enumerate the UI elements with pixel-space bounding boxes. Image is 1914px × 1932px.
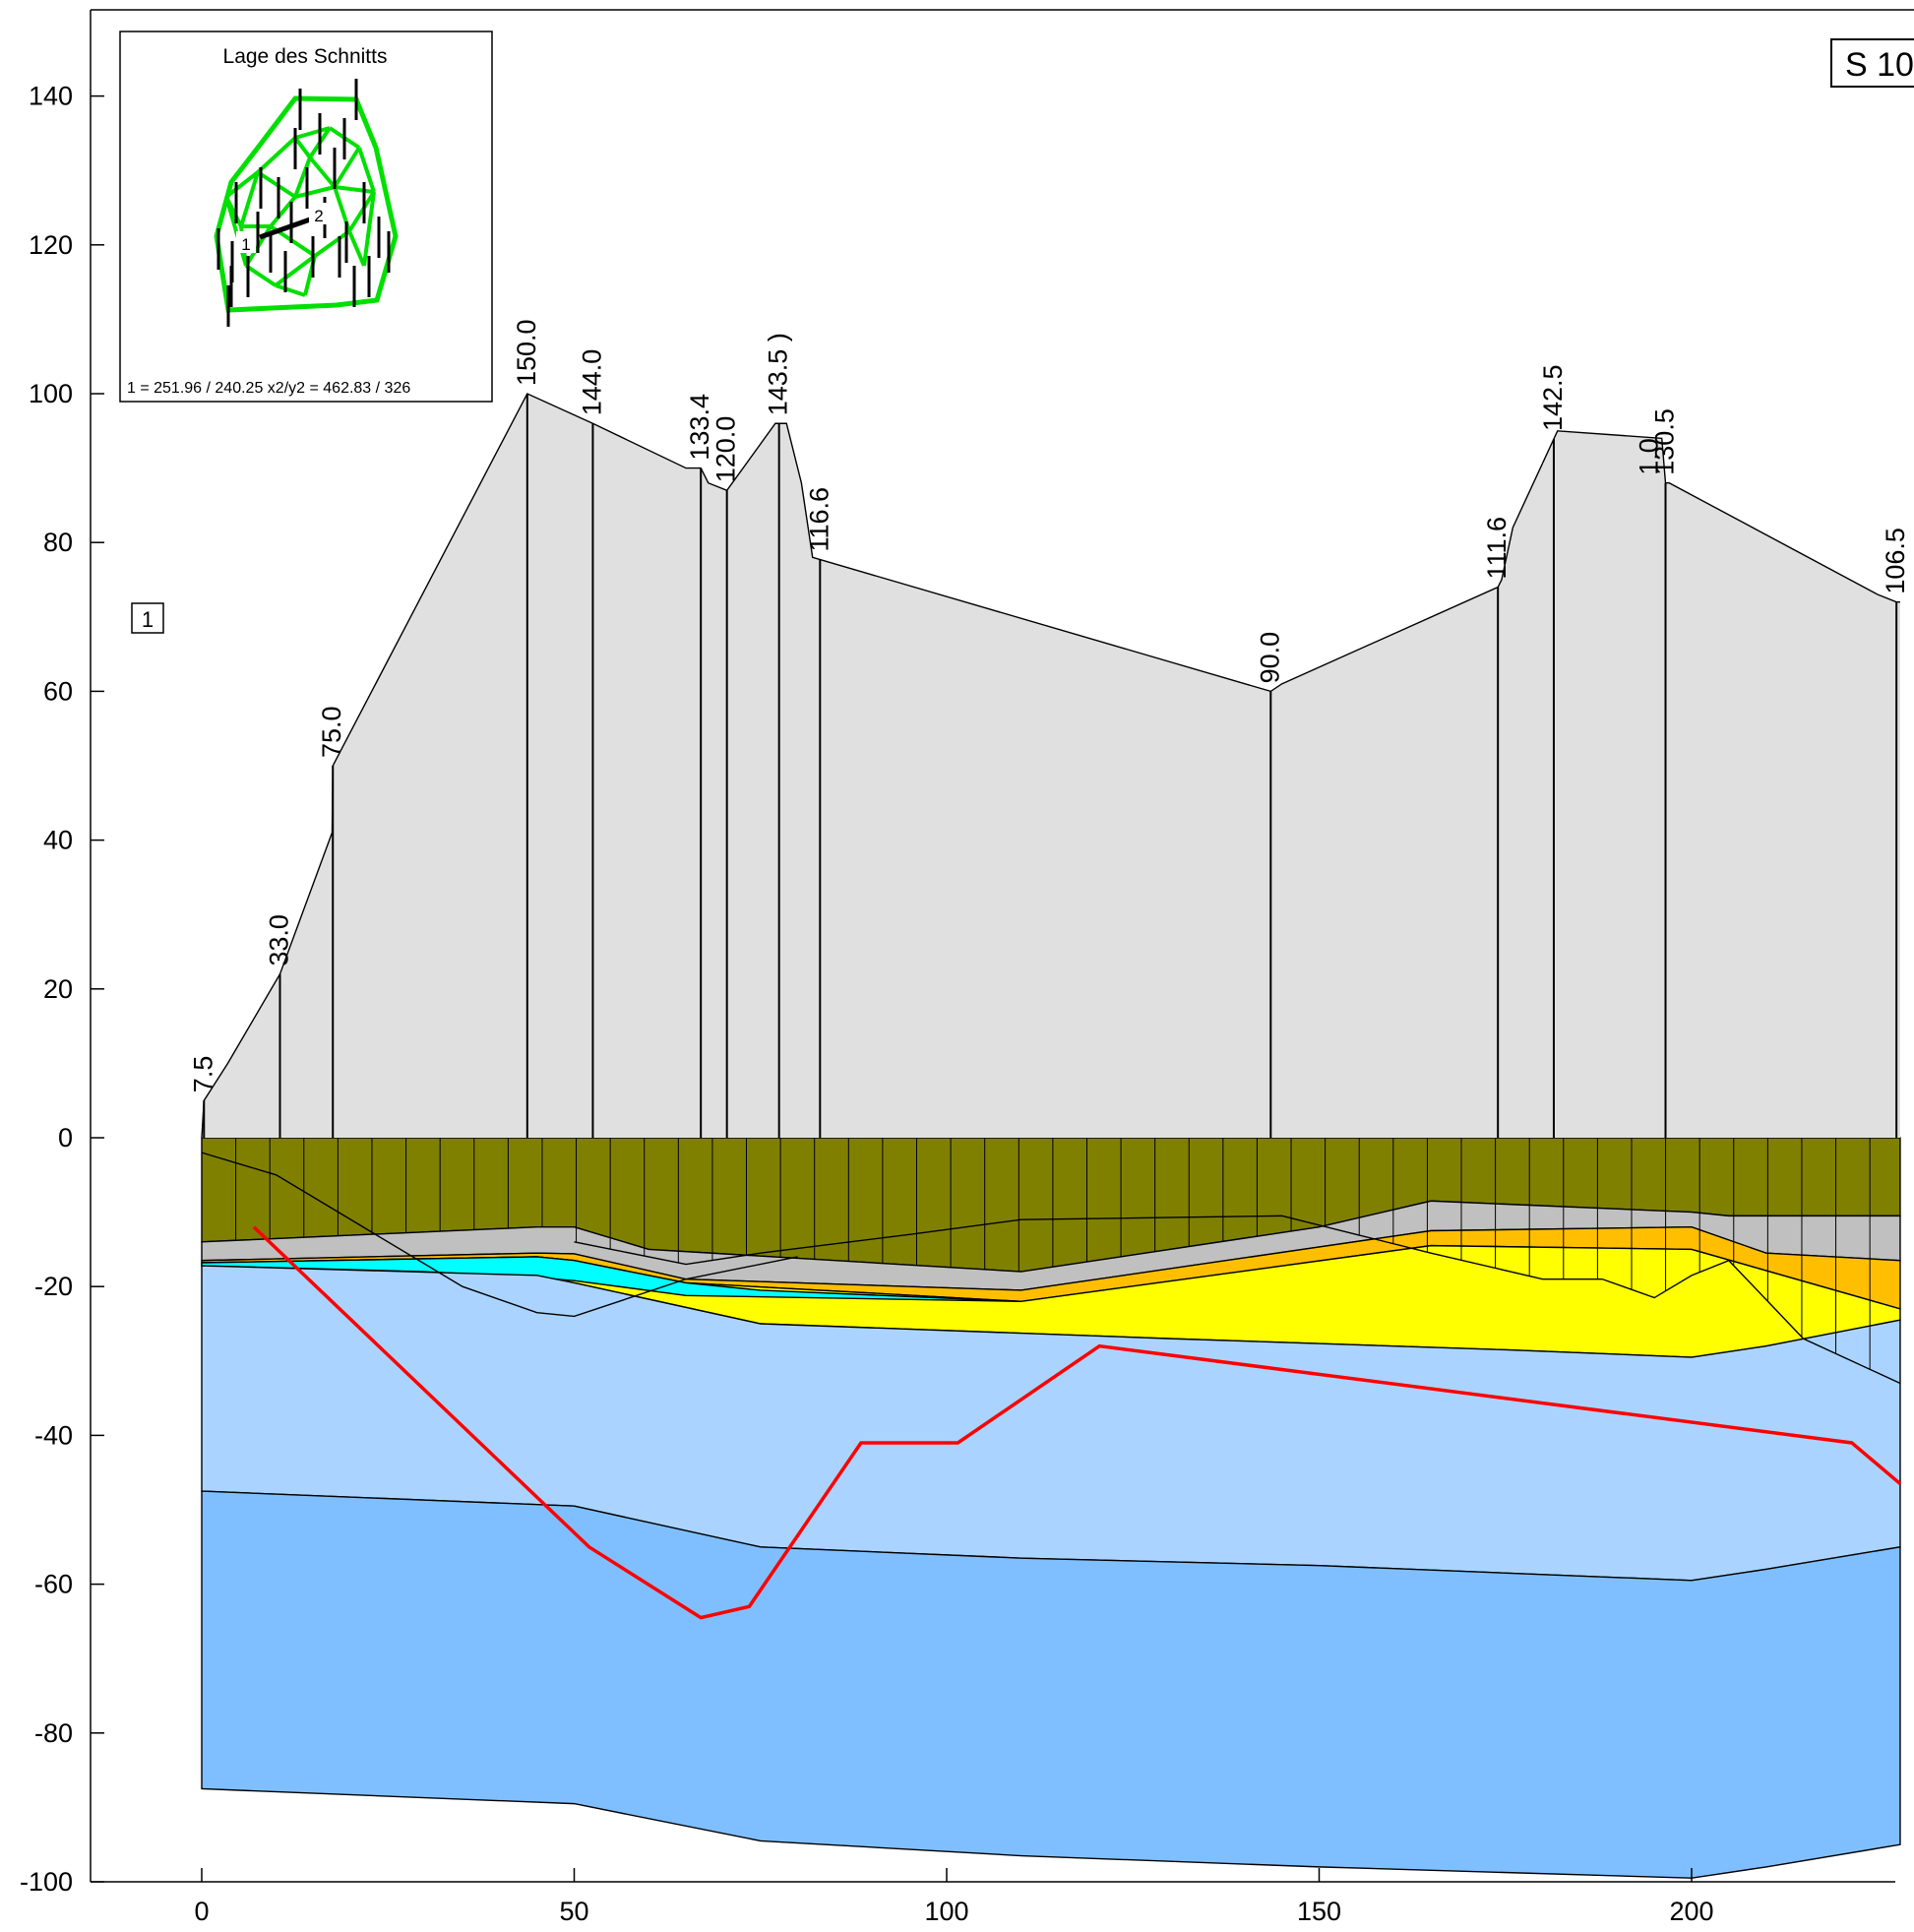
borehole-label: 143.5 ) <box>764 333 793 415</box>
mesh-edge <box>362 191 376 267</box>
borehole-label: 144.0 <box>577 349 606 416</box>
y-tick-label: 40 <box>43 826 73 855</box>
x-tick-label: 50 <box>559 1897 588 1926</box>
mesh-edge <box>224 170 260 199</box>
borehole-label: 116.6 <box>804 487 834 552</box>
borehole-label: 111.6 <box>1482 517 1512 580</box>
borehole-label: 133.4 <box>685 394 714 461</box>
boundary-lines <box>201 1152 1901 1385</box>
section-marker-label: 1 <box>142 607 154 632</box>
mesh-edge <box>357 147 376 193</box>
mesh-edge <box>347 230 366 267</box>
mesh-edge <box>224 196 243 227</box>
inset-title: Lage des Schnitts <box>223 45 388 68</box>
location-inset: Lage des Schnitts 1 2 1 = 251.96 / 240.2… <box>119 31 493 403</box>
red-line-group <box>252 1225 1902 1620</box>
mesh-edge <box>308 156 337 189</box>
x-tick-label: 150 <box>1297 1897 1341 1926</box>
y-tick-label: -80 <box>34 1718 73 1748</box>
inset-point-2-box <box>309 203 329 224</box>
y-tick-label: -60 <box>34 1570 73 1599</box>
inset-point-1-label: 1 <box>241 235 250 254</box>
mesh-edge <box>293 136 312 159</box>
inset-frame <box>119 31 493 403</box>
y-tick-label: -40 <box>34 1420 73 1450</box>
inset-section-line <box>259 216 314 240</box>
hatch-lines <box>235 1138 1871 1370</box>
y-tick-label: 120 <box>29 230 73 260</box>
section-id-frame <box>1830 38 1914 88</box>
borehole-label: 130.5 <box>1650 408 1680 475</box>
y-tick-label: -100 <box>20 1867 73 1897</box>
borehole-label: 142.5 <box>1538 364 1568 431</box>
borehole-label: 90.0 <box>1255 632 1284 684</box>
mesh-edge <box>293 156 312 198</box>
mesh-edge <box>256 136 297 174</box>
y-tick-label: 80 <box>43 528 73 557</box>
inset-point-2-label: 2 <box>314 207 323 225</box>
boundary-line <box>201 1152 798 1318</box>
inset-point-1-box <box>236 231 256 253</box>
mesh-edge <box>256 170 297 199</box>
borehole-label: 33.0 <box>264 914 293 966</box>
section-marker-box <box>131 602 164 634</box>
mesh-edge <box>333 146 361 189</box>
boundary-line <box>574 1215 1901 1385</box>
section-marker: 1 <box>131 602 164 634</box>
profile-envelope-group <box>201 393 1900 1139</box>
mesh-hull <box>214 95 399 313</box>
inset-mesh <box>214 79 399 327</box>
mesh-edge <box>274 254 317 287</box>
borehole-label: 150.0 <box>512 319 541 386</box>
soil-layers <box>201 1137 1901 1879</box>
borehole-label: 75.0 <box>317 706 346 758</box>
x-tick-label: 0 <box>194 1897 209 1926</box>
mesh-edge <box>347 190 376 233</box>
mesh-edge <box>334 185 375 194</box>
mesh-edge <box>239 171 260 227</box>
y-tick-label: 100 <box>29 379 73 408</box>
x-tick-label: 200 <box>1669 1897 1713 1926</box>
profile-envelope-fill <box>202 394 1900 1138</box>
y-tick-label: 60 <box>43 676 73 706</box>
borehole-label: 106.5 <box>1881 528 1910 594</box>
y-tick-label: -20 <box>34 1272 73 1301</box>
inset-coordinates: 1 = 251.96 / 240.25 x2/y2 = 462.83 / 326 <box>127 380 410 397</box>
y-tick-label: 20 <box>43 974 73 1004</box>
mesh-edge <box>313 229 351 258</box>
layer-blue <box>201 1490 1901 1879</box>
mesh-edge <box>294 185 336 199</box>
section-id-label: S 10 <box>1845 46 1914 84</box>
borehole-label: 120.0 <box>711 416 741 483</box>
x-tick-label: 100 <box>924 1897 968 1926</box>
mesh-edge <box>294 126 331 140</box>
section-id-box: S 10 <box>1830 38 1914 88</box>
y-tick-label: 140 <box>29 82 73 111</box>
mesh-edge <box>275 283 306 297</box>
borehole-label: 1.0 <box>1635 438 1664 475</box>
mesh-edge <box>244 264 278 287</box>
red-line <box>252 1225 1902 1620</box>
borehole-label: 7.5 <box>188 1056 217 1093</box>
y-tick-label: 0 <box>58 1123 73 1153</box>
